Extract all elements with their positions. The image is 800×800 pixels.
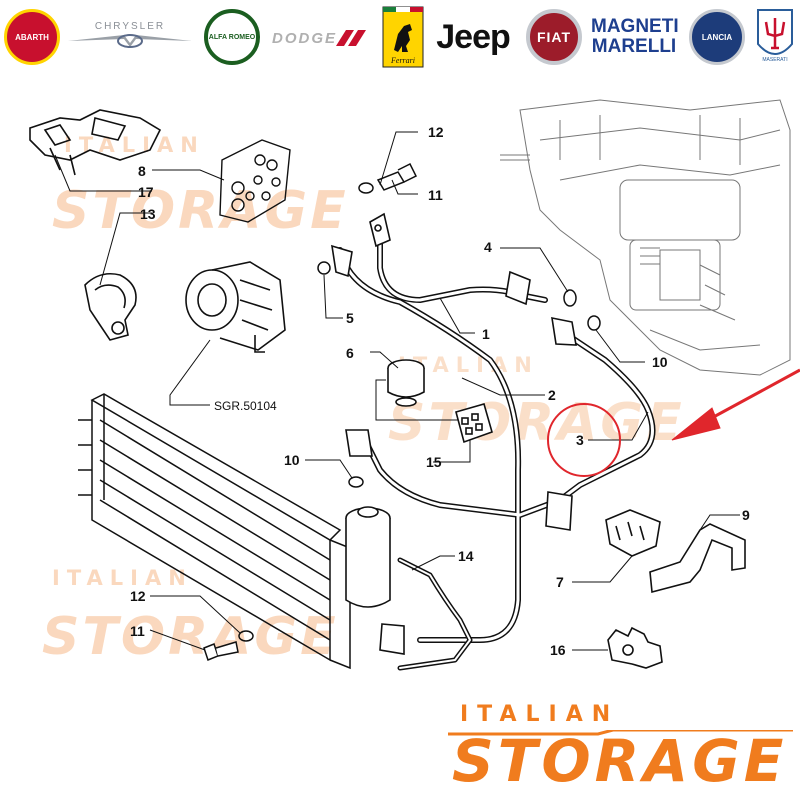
liquid-pipe-inner bbox=[399, 559, 471, 669]
watermark-top-text: ITALIAN bbox=[52, 566, 193, 590]
condenser-part bbox=[78, 393, 351, 670]
alfa-romeo-logo: ALFA ROMEO bbox=[202, 4, 262, 70]
brand-label: DODGE bbox=[272, 30, 337, 47]
callout-9: 9 bbox=[742, 507, 750, 523]
highlight-circle bbox=[547, 403, 621, 477]
watermark-top-text: ITALIAN bbox=[64, 133, 205, 157]
callout-13: 13 bbox=[140, 206, 156, 222]
callout-1: 1 bbox=[482, 326, 490, 342]
callout-labels: 1 2 3 4 5 6 7 8 9 10 10 11 11 12 12 13 1… bbox=[130, 124, 750, 658]
hvac-housing bbox=[500, 99, 791, 376]
callout-10-lower: 10 bbox=[284, 452, 300, 468]
bolt-lower-part bbox=[203, 641, 239, 661]
brand-label: ALFA ROMEO bbox=[208, 33, 256, 41]
logo-underline-icon bbox=[448, 730, 793, 736]
compressor-part bbox=[185, 261, 286, 353]
magneti-marelli-logo: MAGNETI MARELLI bbox=[588, 4, 680, 70]
watermark-middle: ITALIAN STORAGE bbox=[388, 353, 685, 453]
callout-3: 3 bbox=[576, 432, 584, 448]
callout-15: 15 bbox=[426, 454, 442, 470]
bolt-upper-part bbox=[358, 162, 418, 194]
callout-11-upper: 11 bbox=[428, 187, 443, 203]
fiat-logo: FIAT bbox=[524, 4, 584, 70]
watermark-bottom-text: STORAGE bbox=[388, 393, 685, 453]
liquid-pipe-part bbox=[397, 557, 473, 671]
watermark-lower: ITALIAN STORAGE bbox=[42, 566, 339, 667]
hose-fittings bbox=[331, 212, 577, 655]
receiver-drier-part bbox=[345, 506, 391, 608]
callout-8: 8 bbox=[138, 163, 146, 179]
lancia-logo: LANCIA bbox=[686, 4, 748, 70]
brand-label: FIAT bbox=[536, 29, 572, 45]
callout-12-lower: 12 bbox=[130, 588, 146, 604]
callout-10-upper: 10 bbox=[652, 354, 668, 370]
pressure-switch-part bbox=[387, 359, 425, 407]
maserati-logo: MASERATI bbox=[754, 4, 796, 70]
brand-label: Jeep bbox=[436, 17, 510, 56]
connector-fitting-part bbox=[238, 261, 601, 642]
scorpion-badge-icon: ABARTH bbox=[4, 9, 60, 65]
lancia-badge-icon: LANCIA bbox=[689, 9, 745, 65]
watermark-bottom-text: STORAGE bbox=[52, 181, 349, 241]
mounting-bracket-part bbox=[29, 109, 162, 176]
red-arrow-icon bbox=[671, 368, 800, 441]
gasket-plate-part bbox=[219, 139, 291, 223]
connector-plug-part bbox=[455, 403, 493, 444]
reference-label: SGR.50104 bbox=[214, 399, 277, 413]
hose-clip-part bbox=[607, 626, 663, 669]
brand-label: Ferrari bbox=[390, 56, 415, 65]
brand-label: CHRYSLER bbox=[95, 21, 165, 32]
callout-5: 5 bbox=[346, 310, 354, 326]
seal-part bbox=[84, 272, 137, 341]
trident-icon: MASERATI bbox=[757, 9, 793, 63]
leader-lines bbox=[54, 131, 740, 651]
chrysler-wings-icon: CHRYSLER bbox=[68, 21, 192, 48]
alfa-badge-icon: ALFA ROMEO bbox=[204, 9, 260, 65]
callout-14: 14 bbox=[458, 548, 474, 564]
brand-logo-strip: ABARTH CHRYSLER ALFA ROMEO DODGE Ferrari bbox=[0, 0, 800, 78]
brand-label: MAGNETI MARELLI bbox=[591, 16, 679, 57]
jeep-logo: Jeep bbox=[430, 4, 516, 70]
watermark-bottom-text: STORAGE bbox=[42, 607, 339, 667]
parts-diagram: ITALIAN STORAGE ITALIAN STORAGE ITALIAN … bbox=[29, 99, 800, 671]
abarth-logo: ABARTH bbox=[4, 4, 60, 70]
callout-2: 2 bbox=[548, 387, 556, 403]
watermark-upper: ITALIAN STORAGE bbox=[52, 133, 349, 241]
logo-bottom-text: STORAGE bbox=[452, 727, 788, 795]
logo-top-text: ITALIAN bbox=[460, 702, 620, 727]
brand-label: ABARTH bbox=[15, 32, 49, 42]
dodge-stripes-icon: DODGE bbox=[272, 30, 366, 47]
italian-storage-logo: ITALIAN STORAGE bbox=[448, 700, 793, 800]
callout-12-upper: 12 bbox=[428, 124, 444, 140]
fiat-badge-icon: FIAT bbox=[526, 9, 582, 65]
prancing-horse-icon: Ferrari bbox=[382, 6, 424, 68]
ferrari-logo: Ferrari bbox=[382, 4, 424, 70]
callout-6: 6 bbox=[346, 345, 354, 361]
callout-17: 17 bbox=[138, 184, 154, 200]
dodge-logo: DODGE bbox=[270, 4, 374, 70]
control-unit-part bbox=[605, 509, 661, 557]
brand-label: LANCIA bbox=[701, 32, 733, 42]
support-bracket-part bbox=[649, 523, 746, 594]
callout-11-lower: 11 bbox=[130, 623, 145, 639]
callout-4: 4 bbox=[484, 239, 492, 255]
callout-7: 7 bbox=[556, 574, 564, 590]
callout-16: 16 bbox=[550, 642, 566, 658]
chrysler-logo: CHRYSLER bbox=[64, 4, 196, 70]
brand-label: MASERATI bbox=[762, 57, 787, 63]
